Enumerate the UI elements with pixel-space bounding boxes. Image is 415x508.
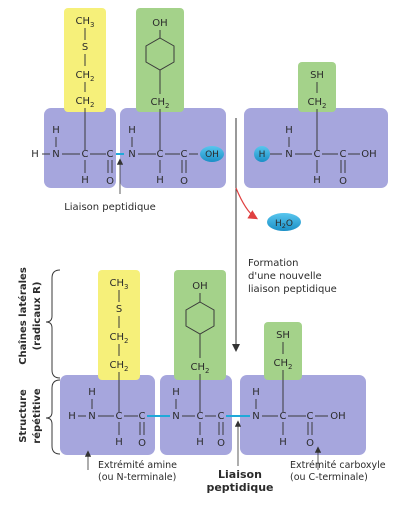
water-molecule (267, 213, 301, 231)
o-label: O (217, 438, 225, 449)
n-label: N (52, 149, 59, 160)
sh-label: SH (310, 70, 324, 81)
label-formation: liaison peptidique (248, 284, 337, 295)
h-label: H (285, 125, 293, 136)
s-label: S (116, 304, 122, 315)
n-label: N (172, 411, 179, 422)
c-label: C (82, 149, 89, 160)
o-label: O (106, 176, 114, 187)
c-label: C (181, 149, 188, 160)
oh-label: OH (152, 18, 167, 29)
backbone-box-4 (60, 375, 155, 455)
h-label: H (172, 387, 180, 398)
label-liaison-peptidique-top: Liaison peptidique (64, 202, 156, 213)
h-label: H (68, 411, 76, 422)
ch2-label: CH2 (151, 97, 170, 110)
sh-label: SH (276, 330, 290, 341)
label-formation: d'une nouvelle (248, 271, 322, 282)
backbone-box-6 (240, 375, 366, 455)
backbone-box-5 (160, 375, 232, 455)
s-label: S (82, 42, 88, 53)
o-label: O (138, 438, 146, 449)
h-label: H (128, 125, 136, 136)
c-label: C (107, 149, 114, 160)
backbone-box-1 (44, 108, 116, 188)
water-release-arrow (235, 187, 259, 220)
label-amine: (ou N-terminale) (98, 472, 176, 483)
label-radicaux: (radicaux R) (32, 282, 43, 351)
label-structure: Structure (18, 389, 29, 443)
c-label: C (197, 411, 204, 422)
label-repetitive: répétitive (31, 388, 43, 444)
ch2-label: CH2 (76, 96, 95, 109)
o-label: O (180, 176, 188, 187)
c-label: C (157, 149, 164, 160)
h-label: H (88, 387, 96, 398)
ch3-label: CH3 (76, 16, 95, 29)
h-label: H (81, 175, 89, 186)
c-label: C (307, 411, 314, 422)
label-carboxyle: (ou C-terminale) (290, 472, 368, 483)
h-label: H (115, 437, 123, 448)
c-label: C (280, 411, 287, 422)
h-label: H (279, 437, 287, 448)
ch2-label: CH2 (274, 358, 293, 371)
c-label: C (116, 411, 123, 422)
h-label: H (156, 175, 164, 186)
c-label: C (218, 411, 225, 422)
oh-label: OH (330, 411, 345, 422)
h-label: H (31, 149, 39, 160)
label-liaison-bottom: peptidique (206, 481, 273, 494)
label-amine: Extrémité amine (98, 460, 177, 471)
n-label: N (285, 149, 292, 160)
ch2-label: CH2 (76, 70, 95, 83)
c-label: C (314, 149, 321, 160)
oh-label-highlight: OH (205, 150, 219, 160)
h-label: H (52, 125, 60, 136)
c-label: C (340, 149, 347, 160)
oh-label: OH (361, 149, 376, 160)
side-chain-box-tyrosine (136, 8, 184, 112)
o-label: O (339, 176, 347, 187)
ch3-label: CH3 (110, 278, 129, 291)
side-chain-box-tyrosine-2 (174, 270, 226, 380)
label-chaines-laterales: Chaînes latérales (17, 267, 29, 365)
brace-chains (45, 269, 61, 379)
n-label: N (88, 411, 95, 422)
n-label: N (128, 149, 135, 160)
label-carboxyle: Extrémité carboxyle (290, 460, 386, 471)
h-label: H (196, 437, 204, 448)
n-label: N (252, 411, 259, 422)
o-label: O (306, 438, 314, 449)
ch2-label: CH2 (308, 97, 327, 110)
water-label: H2O (275, 219, 293, 230)
label-formation: Formation (248, 258, 298, 269)
backbone-box-3 (244, 108, 388, 188)
c-label: C (139, 411, 146, 422)
backbone-box-2 (120, 108, 226, 188)
h-highlight (254, 146, 270, 162)
label-liaison-bottom: Liaison (218, 468, 262, 481)
ch2-label: CH2 (110, 360, 129, 373)
h-label-highlight: H (259, 150, 266, 160)
h-label: H (313, 175, 321, 186)
brace-structure (45, 379, 61, 455)
h-label: H (252, 387, 260, 398)
oh-label: OH (192, 281, 207, 292)
ch2-label: CH2 (191, 362, 210, 375)
oh-highlight (200, 146, 224, 162)
ch2-label: CH2 (110, 332, 129, 345)
